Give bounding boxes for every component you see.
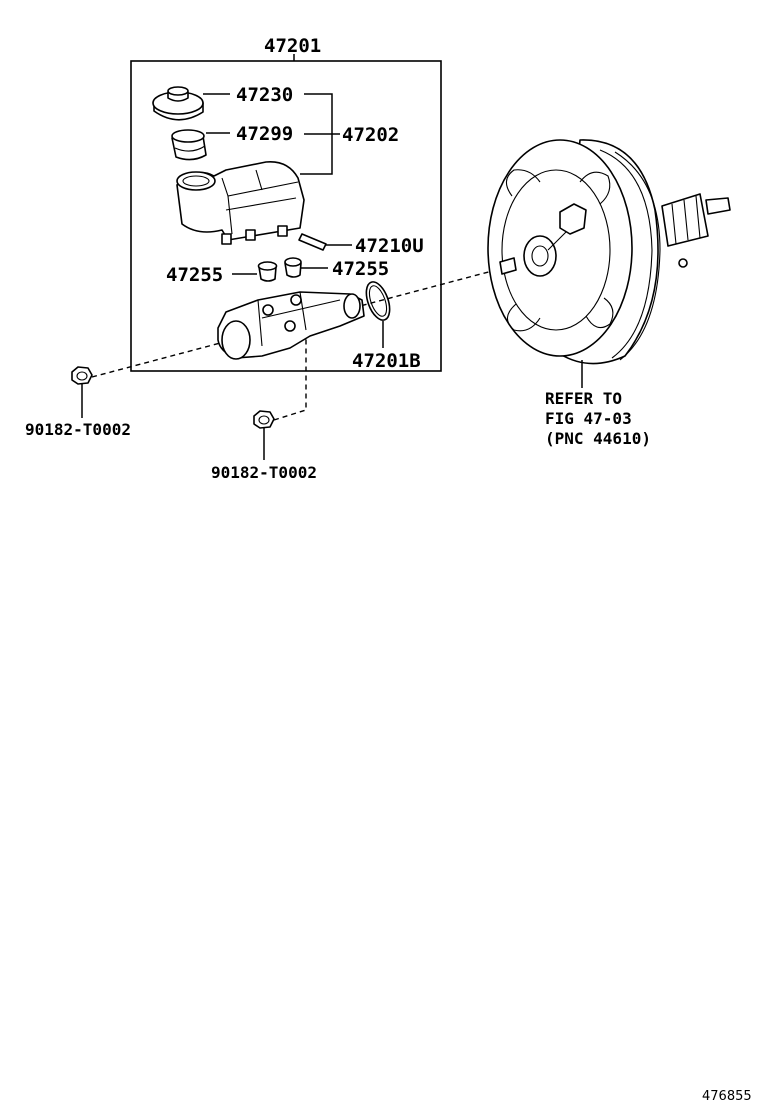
master-cylinder-body <box>217 291 365 360</box>
label-assembly: 47201 <box>264 35 321 57</box>
figure-id: 476855 <box>702 1089 752 1104</box>
brake-booster <box>487 139 731 365</box>
reservoir-tank <box>176 161 305 245</box>
alignment-line-bottom <box>273 330 307 421</box>
label-grommet-right: 47255 <box>332 258 389 280</box>
grommet-left <box>257 261 278 282</box>
label-oring: 47201B <box>352 350 421 372</box>
nut-left <box>71 366 93 385</box>
label-grommet-left: 47255 <box>166 264 223 286</box>
reservoir-pin <box>298 233 327 251</box>
reservoir-cap <box>152 86 204 121</box>
assembly-frame <box>130 60 442 372</box>
o-ring <box>365 281 391 321</box>
label-nut-left: 90182-T0002 <box>25 420 131 439</box>
label-reservoir: 47202 <box>342 124 399 146</box>
label-nut-bottom: 90182-T0002 <box>211 463 317 482</box>
label-cap: 47230 <box>236 84 293 106</box>
label-refer-line3: (PNC 44610) <box>545 429 651 448</box>
grommet-right <box>284 257 302 278</box>
label-refer-line2: FIG 47-03 <box>545 409 632 428</box>
label-refer-line1: REFER TO <box>545 389 622 408</box>
nut-bottom <box>253 410 275 429</box>
label-strainer: 47299 <box>236 123 293 145</box>
label-pin: 47210U <box>355 235 424 257</box>
reservoir-strainer <box>171 129 207 161</box>
